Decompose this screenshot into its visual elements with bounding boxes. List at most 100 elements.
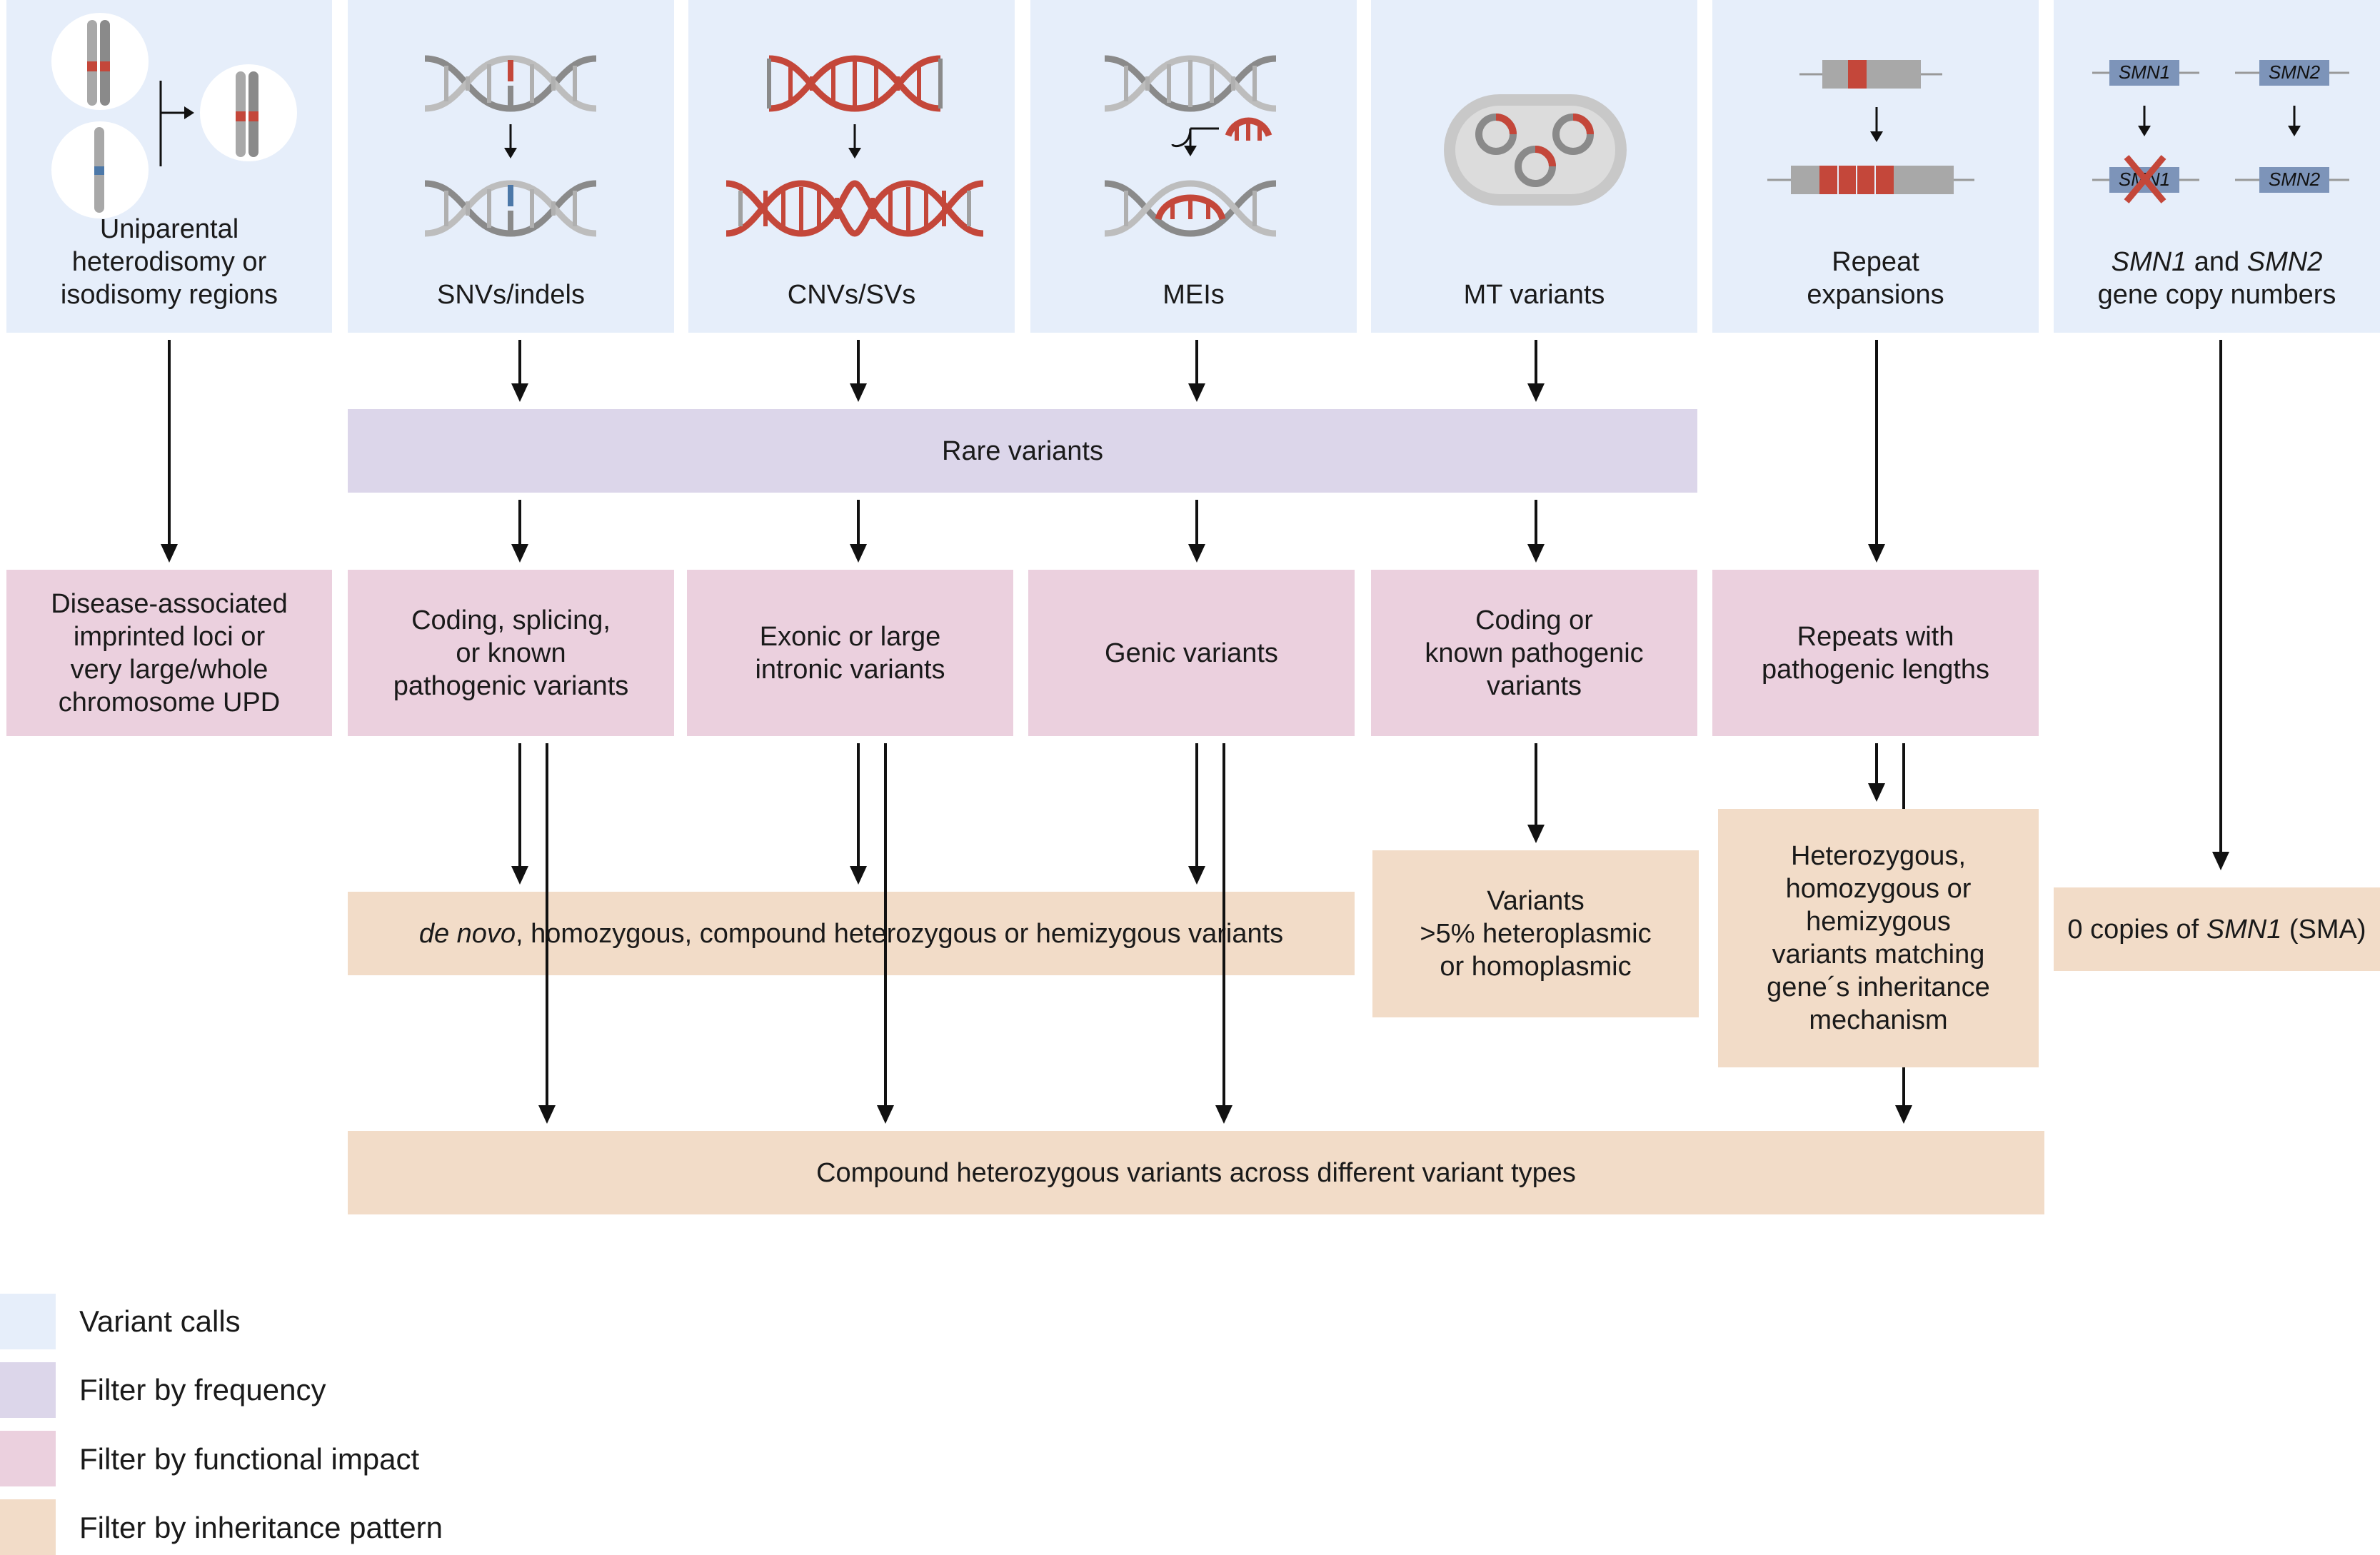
legend-label-functional: Filter by functional impact	[79, 1442, 420, 1476]
func-repeat-line-1: Repeats with	[1797, 621, 1954, 652]
inh-repeat-line-6: mechanism	[1809, 1005, 1948, 1035]
arrowhead-snv-rare	[511, 383, 528, 402]
func-mt-line-3: variants	[1486, 670, 1582, 701]
func-upd-line-4: chromosome UPD	[58, 687, 281, 718]
call-upd-line-3: isodisomy regions	[60, 280, 278, 310]
func-snv-line-3: pathogenic variants	[393, 670, 629, 701]
arrowhead-mei-rare	[1188, 383, 1205, 402]
inh-shared-denovo: de novo	[418, 918, 516, 949]
smn-gene-icon: SMN1 SMN2 SMN1 SMN2	[2092, 60, 2349, 203]
arrowhead-func-cnv	[850, 544, 867, 563]
inh-smn-prefix: 0 copies of	[2067, 914, 2206, 945]
arrowhead-cnv-compound	[877, 1105, 894, 1124]
dna-mei-icon	[1104, 55, 1277, 237]
call-upd-line-2: heterodisomy or	[71, 247, 267, 277]
func-mei: Genic variants	[1028, 570, 1355, 736]
inh-smn-gene: SMN1	[2206, 914, 2282, 945]
smn1-top-label: SMN1	[2119, 61, 2170, 83]
arrowhead-func-mei	[1188, 544, 1205, 563]
call-mei-line-1: MEIs	[1163, 280, 1225, 310]
inh-shared-text: de novo, homozygous, compound heterozygo…	[419, 917, 1283, 950]
mitochondrion-icon	[1444, 94, 1627, 206]
arrowhead-mei-compound	[1215, 1105, 1232, 1124]
call-smn: SMN1 and SMN2 gene copy numbers	[2054, 0, 2380, 333]
dna-cnv-icon	[725, 55, 984, 237]
repeat-expansion-icon	[1767, 60, 1974, 194]
legend-label-frequency: Filter by frequency	[79, 1373, 326, 1406]
func-upd: Disease-associated imprinted loci or ver…	[6, 570, 332, 736]
func-snv-line-1: Coding, splicing,	[411, 605, 611, 635]
call-cnv-line-1: CNVs/SVs	[787, 280, 916, 310]
inh-mt: Variants >5% heteroplasmic or homoplasmi…	[1372, 850, 1699, 1017]
call-repeat-line-1: Repeat	[1832, 247, 1919, 277]
dna-snv-icon	[424, 55, 597, 237]
call-smn-gene-2: SMN2	[2246, 247, 2323, 277]
arrowhead-snv-inh	[511, 866, 528, 885]
func-cnv-line-2: intronic variants	[755, 654, 945, 685]
legend-swatch-variant-calls	[0, 1294, 56, 1349]
inh-mt-line-2: >5% heteroplasmic	[1420, 919, 1652, 949]
arrowhead-cnv-inh	[850, 866, 867, 885]
inh-shared-rest: , homozygous, compound heterozygous or h…	[516, 918, 1284, 949]
func-upd-line-3: very large/whole	[70, 654, 268, 685]
arrowhead-cnv-rare	[850, 383, 867, 402]
arrowhead-mt-inh	[1527, 825, 1545, 843]
call-smn-line-2: gene copy numbers	[2097, 280, 2336, 310]
inh-repeat: Heterozygous, homozygous or hemizygous v…	[1718, 809, 2039, 1067]
inh-compound-text: Compound heterozygous variants across di…	[816, 1157, 1576, 1188]
legend-swatch-functional	[0, 1431, 56, 1486]
inh-mt-line-1: Variants	[1487, 886, 1585, 916]
inh-repeat-line-4: variants matching	[1772, 940, 1985, 970]
func-snv-line-2: or known	[456, 638, 566, 668]
func-cnv-line-1: Exonic or large	[759, 621, 941, 652]
func-mt-line-1: Coding or	[1475, 605, 1593, 635]
inh-smn: 0 copies of SMN1 (SMA)	[2054, 887, 2380, 971]
legend-label-inheritance: Filter by inheritance pattern	[79, 1511, 443, 1544]
rare-variants-filter: Rare variants	[348, 409, 1697, 493]
inh-repeat-line-3: hemizygous	[1806, 907, 1951, 937]
call-repeat-line-2: expansions	[1807, 280, 1944, 310]
func-repeat-line-2: pathogenic lengths	[1761, 654, 1990, 685]
arrowhead-repeat-func	[1868, 544, 1885, 563]
func-snv: Coding, splicing, or known pathogenic va…	[348, 570, 674, 736]
arrowhead-func-snv	[511, 544, 528, 563]
func-cnv: Exonic or large intronic variants	[687, 570, 1013, 736]
call-smn-and: and	[2194, 247, 2240, 277]
arrowhead-mt-rare	[1527, 383, 1545, 402]
func-mt: Coding or known pathogenic variants	[1371, 570, 1697, 736]
rare-variants-label: Rare variants	[942, 436, 1103, 466]
call-upd-line-1: Uniparental	[99, 214, 239, 244]
arrowhead-snv-compound	[538, 1105, 556, 1124]
inh-smn-suffix: (SMA)	[2281, 914, 2366, 945]
call-snv-line-1: SNVs/indels	[437, 280, 585, 310]
inh-repeat-line-5: gene´s inheritance	[1767, 972, 1990, 1002]
func-mei-line-1: Genic variants	[1105, 638, 1278, 668]
arrowhead-func-mt	[1527, 544, 1545, 563]
inh-mt-line-3: or homoplasmic	[1440, 952, 1632, 982]
arrowhead-repeat-compound	[1895, 1105, 1912, 1124]
call-cnv: CNVs/SVs	[688, 0, 1015, 333]
call-mt-line-1: MT variants	[1463, 280, 1605, 310]
legend-label-variant-calls: Variant calls	[79, 1304, 241, 1338]
inh-compound: Compound heterozygous variants across di…	[348, 1131, 2044, 1214]
smn2-top-label: SMN2	[2269, 61, 2321, 83]
inh-shared: de novo, homozygous, compound heterozygo…	[348, 892, 1355, 975]
inh-repeat-line-2: homozygous or	[1785, 874, 1972, 904]
smn2-bottom-label: SMN2	[2269, 168, 2321, 190]
arrowhead-repeat-inh	[1868, 783, 1885, 802]
chromosome-upd-icon	[51, 13, 297, 218]
arrowhead-mei-inh	[1188, 866, 1205, 885]
legend-swatch-frequency	[0, 1362, 56, 1418]
legend-swatch-inheritance	[0, 1499, 56, 1555]
call-smn-gene-1: SMN1	[2111, 247, 2187, 277]
func-mt-line-2: known pathogenic	[1425, 638, 1644, 668]
func-repeat: Repeats with pathogenic lengths	[1712, 570, 2039, 736]
arrowhead-smn-inh	[2212, 852, 2229, 870]
func-upd-line-2: imprinted loci or	[73, 621, 266, 652]
inh-smn-text: 0 copies of SMN1 (SMA)	[2067, 913, 2366, 946]
call-smn-line-1: SMN1 and SMN2	[2112, 246, 2323, 278]
func-upd-line-1: Disease-associated	[51, 588, 288, 619]
inh-repeat-line-1: Heterozygous,	[1790, 841, 1966, 871]
arrowhead-upd-func	[161, 544, 178, 563]
